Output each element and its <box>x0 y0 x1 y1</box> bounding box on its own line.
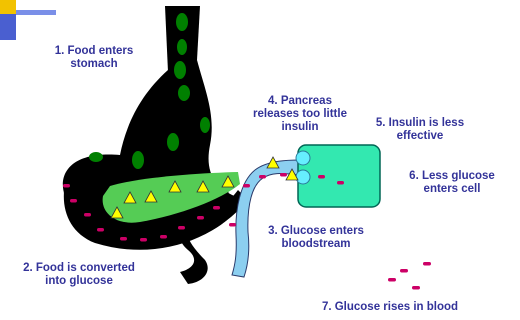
glucose-dash <box>412 286 420 290</box>
insulin-receptor <box>296 151 310 165</box>
label-line: releases too little <box>236 108 364 121</box>
insulin-receptor <box>296 170 310 184</box>
food-particle <box>178 85 190 101</box>
glucose-dash <box>63 184 70 188</box>
food-particle <box>177 39 187 55</box>
food-particle <box>132 151 144 169</box>
glucose-dash <box>97 228 104 232</box>
label-line: 5. Insulin is less <box>355 117 485 130</box>
glucose-dash <box>388 278 396 282</box>
glucose-dash <box>243 184 250 188</box>
label-line: bloodstream <box>248 238 384 251</box>
label-food-converted-to-glucose: 2. Food is converted into glucose <box>5 262 153 288</box>
label-pancreas-releases-insulin: 4. Pancreas releases too little insulin <box>236 95 364 134</box>
glucose-dash <box>259 175 266 179</box>
glucose-dash <box>400 269 408 273</box>
label-line: enters cell <box>392 183 512 196</box>
food-particle <box>174 61 186 79</box>
glucose-dash <box>160 235 167 239</box>
label-line: 6. Less glucose <box>392 170 512 183</box>
glucose-dash <box>120 237 127 241</box>
label-line: effective <box>355 130 485 143</box>
glucose-dash <box>423 262 431 266</box>
label-less-glucose-enters-cell: 6. Less glucose enters cell <box>392 170 512 196</box>
glucose-dash <box>140 238 147 242</box>
glucose-dash <box>178 226 185 230</box>
label-line: 1. Food enters <box>28 45 160 58</box>
label-food-enters-stomach: 1. Food enters stomach <box>28 45 160 71</box>
label-insulin-less-effective: 5. Insulin is less effective <box>355 117 485 143</box>
label-line: 2. Food is converted <box>5 262 153 275</box>
label-glucose-enters-bloodstream: 3. Glucose enters bloodstream <box>248 225 384 251</box>
glucose-dash <box>70 199 77 203</box>
glucose-dash <box>229 223 236 227</box>
food-particle <box>200 117 210 133</box>
label-line: stomach <box>28 58 160 71</box>
food-particle <box>89 152 103 162</box>
glucose-dash <box>280 173 287 177</box>
food-particle <box>167 133 179 151</box>
slide-accent-bar-top <box>0 0 16 14</box>
glucose-dash <box>84 213 91 217</box>
label-glucose-rises-in-blood: 7. Glucose rises in blood <box>305 301 475 314</box>
label-line: 7. Glucose rises in blood <box>305 301 475 314</box>
glucose-dash <box>197 216 204 220</box>
slide-accent-line <box>16 10 56 15</box>
glucose-dash <box>213 206 220 210</box>
glucose-dash <box>318 175 325 179</box>
label-line: 4. Pancreas <box>236 95 364 108</box>
label-line: insulin <box>236 121 364 134</box>
label-line: into glucose <box>5 275 153 288</box>
label-line: 3. Glucose enters <box>248 225 384 238</box>
glucose-dash <box>337 181 344 185</box>
slide-accent-bar-bottom <box>0 14 16 40</box>
food-particle <box>176 13 188 31</box>
